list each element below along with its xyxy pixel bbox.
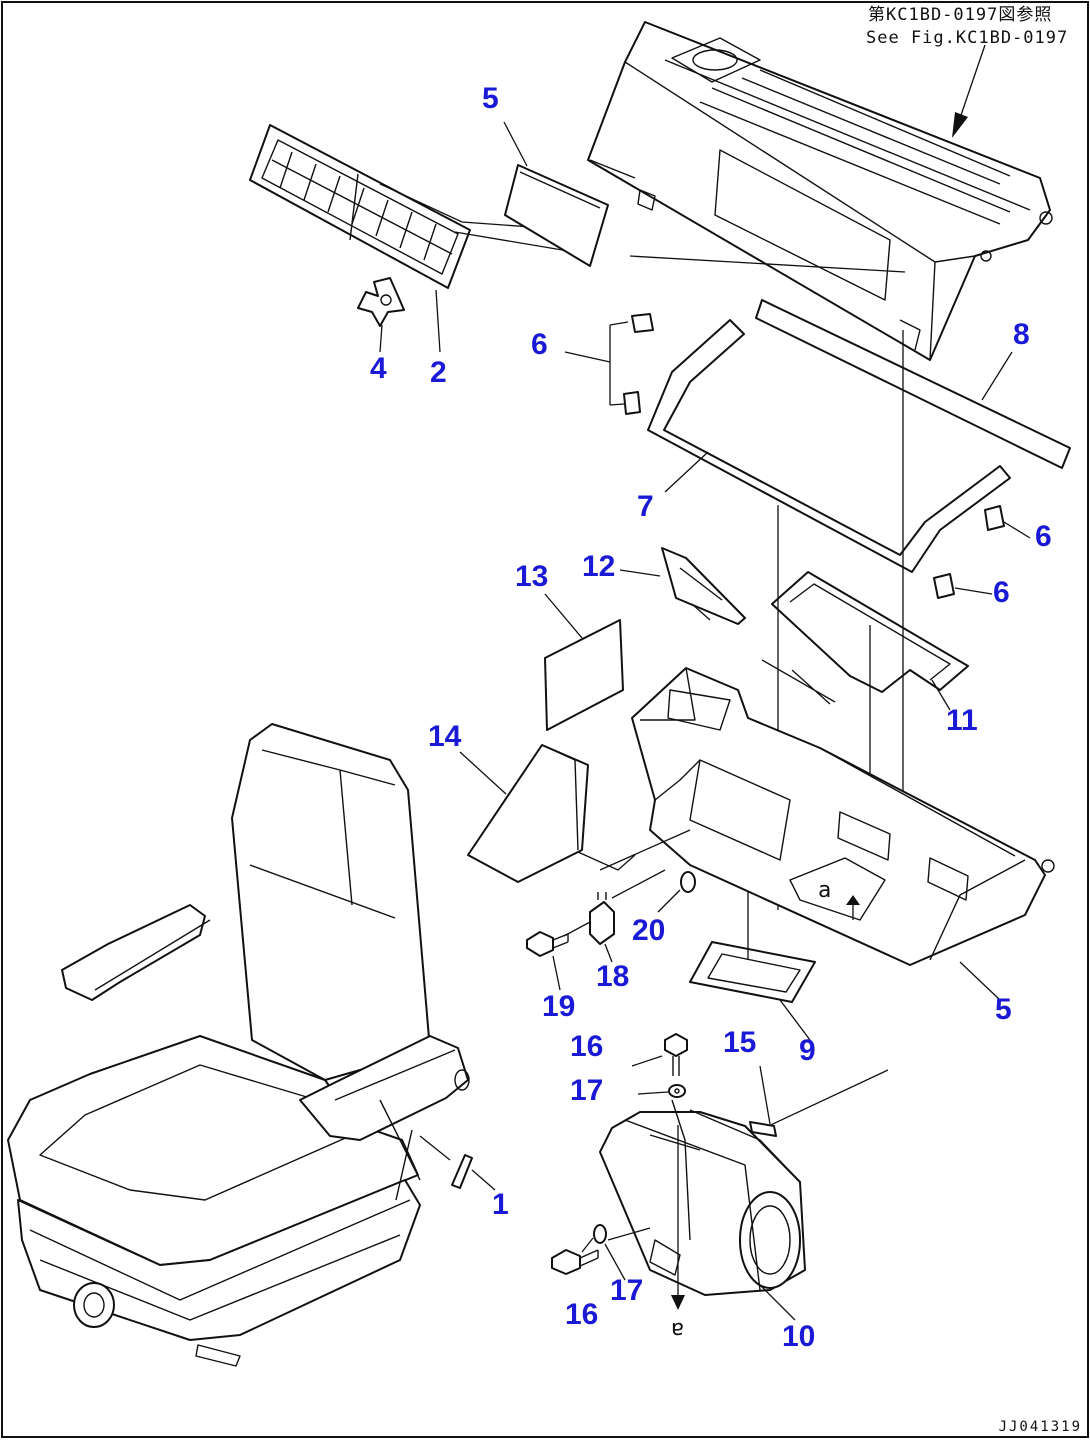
- wedge-leader: [577, 851, 636, 871]
- view-arrow-top: [846, 895, 860, 920]
- callout-4: 4: [370, 352, 387, 385]
- callout-6b: 6: [1035, 520, 1052, 553]
- seat-pin-shape: [419, 1135, 496, 1191]
- callout-7: 7: [637, 490, 654, 523]
- blower-leaders: [677, 1069, 889, 1270]
- bolt-16-top-shape: [664, 1033, 688, 1076]
- view-arrow-bottom: [671, 1270, 685, 1310]
- filter-leader: [629, 255, 906, 273]
- relay-shape: [589, 892, 615, 945]
- callout-1: 1: [492, 1188, 509, 1221]
- sheet-shape: [544, 619, 624, 731]
- washer-17-top-shape: [668, 1084, 686, 1098]
- blower-shape: [599, 1099, 806, 1296]
- flange-gasket-shape: [771, 571, 969, 693]
- callout-19: 19: [542, 990, 576, 1023]
- wedge-shape: [467, 744, 589, 883]
- drawing-code: JJ041319: [998, 1419, 1082, 1435]
- bolt-19-shape: [526, 931, 569, 957]
- washer-17-bottom-shape: [593, 1224, 607, 1244]
- callout-9: 9: [799, 1034, 816, 1067]
- assembly-lines: [747, 330, 904, 960]
- clips-shape: [564, 313, 1005, 599]
- bolt-16-bottom-shape: [551, 1249, 599, 1275]
- callout-8: 8: [1013, 318, 1030, 351]
- strip-shape: [755, 299, 1071, 469]
- grommet-shape: [680, 871, 696, 893]
- callout-5: 5: [995, 993, 1012, 1026]
- louver-grille-shape: [249, 124, 471, 289]
- small-parts-leaders: [563, 869, 666, 937]
- callout-6a: 6: [531, 328, 548, 361]
- view-marker-bottom: a: [670, 1317, 685, 1342]
- callout-3: 5: [482, 82, 499, 115]
- knob-shape: [357, 277, 405, 327]
- duct-leaders: [599, 603, 836, 871]
- reference-note-japanese: 第KC1BD-0197図参照: [868, 5, 1053, 25]
- callout-11: 12: [582, 550, 616, 583]
- bracket-clip-shape: [749, 1121, 777, 1137]
- view-marker-top: a: [818, 878, 833, 903]
- callout-20: 20: [632, 914, 666, 947]
- operator-seat-shape: [7, 723, 470, 1367]
- callout-2: 2: [430, 356, 447, 389]
- callout-13: 14: [428, 720, 462, 753]
- callout-17a: 17: [570, 1074, 604, 1107]
- top-duct-cover: [587, 21, 1053, 361]
- reference-arrow: [952, 44, 986, 138]
- callout-16a: 16: [570, 1030, 604, 1063]
- reference-note-english: See Fig.KC1BD-0197: [866, 28, 1069, 48]
- duct-gasket-shape: [689, 941, 816, 1003]
- fastener-leaders: [581, 1055, 669, 1253]
- callout-6c: 6: [993, 576, 1010, 609]
- lower-duct-shape: [631, 667, 1055, 966]
- plate-shape: [661, 547, 746, 625]
- filter-shape: [504, 164, 609, 267]
- gasket-shape: [647, 319, 1011, 573]
- part-number-leaders: [379, 121, 1031, 1321]
- callout-14: 10: [782, 1320, 816, 1353]
- callout-18: 18: [596, 960, 630, 993]
- callout-15: 15: [723, 1026, 757, 1059]
- callout-17b: 17: [610, 1274, 644, 1307]
- callout-10: 11: [946, 704, 978, 737]
- callout-16b: 16: [565, 1298, 599, 1331]
- callout-12: 13: [515, 560, 549, 593]
